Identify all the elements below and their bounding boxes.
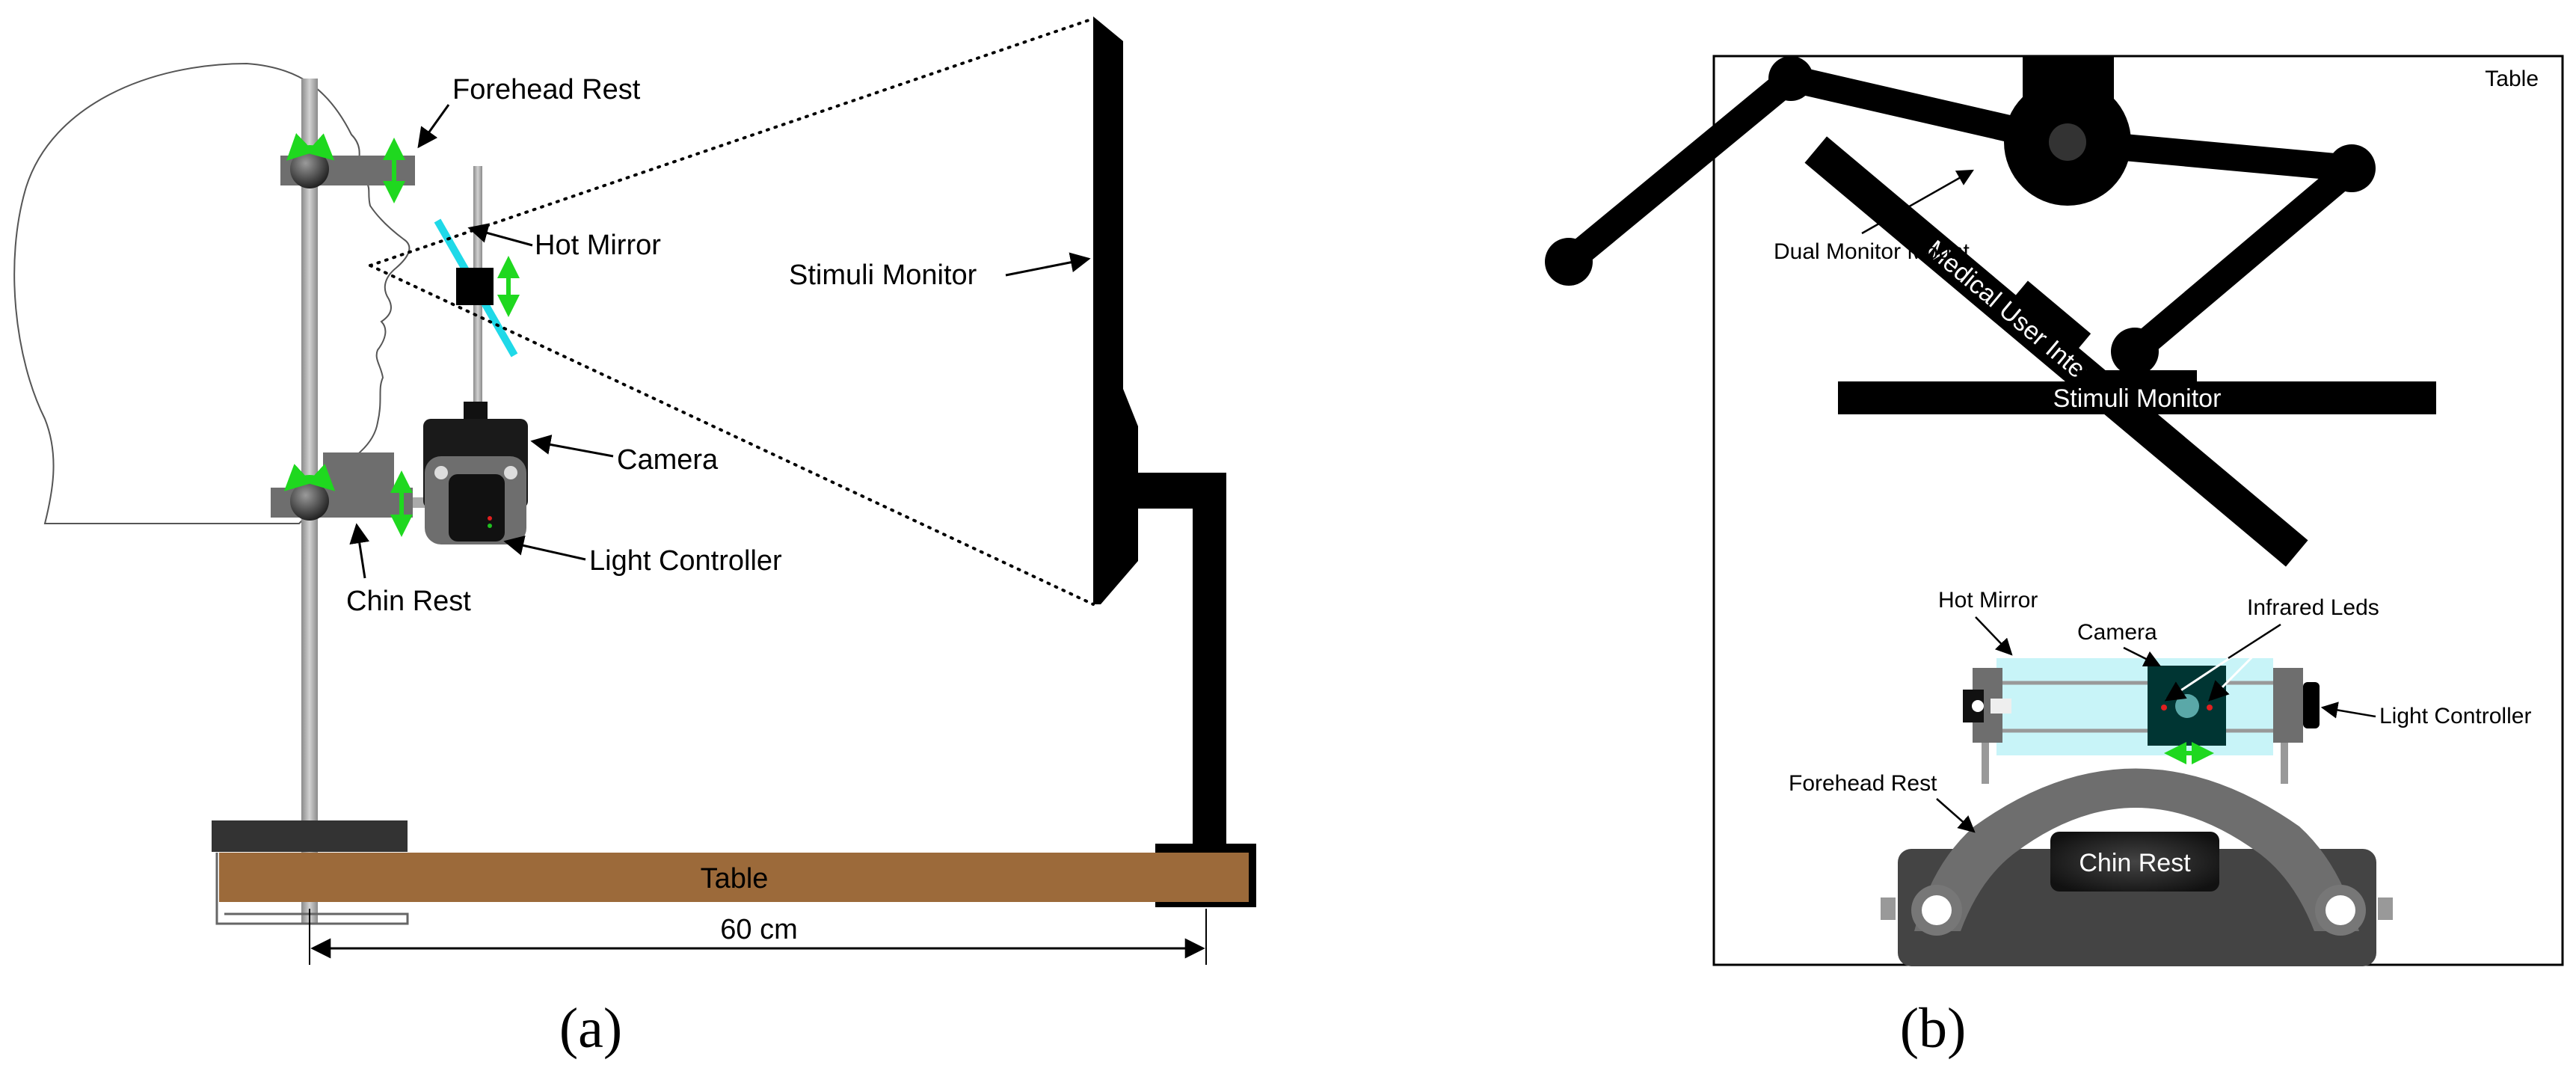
dual-monitor-mount <box>1545 56 2376 375</box>
chin-rest-label: Chin Rest <box>346 586 471 617</box>
eye-tracker-assembly <box>1963 658 2320 784</box>
head-silhouette <box>13 62 411 524</box>
controller-led-red <box>488 516 492 521</box>
forehead-rest-label: Forehead Rest <box>452 74 641 105</box>
hot-mirror-label: Hot Mirror <box>535 230 661 261</box>
chin-rest-leader <box>349 523 370 579</box>
camera-screw-left <box>434 466 448 479</box>
stand-base <box>212 820 408 852</box>
forehead-rest-leader-b <box>1936 798 1976 833</box>
dual-monitor-mount-leader <box>1861 169 1974 235</box>
hot-mirror-leader <box>467 223 533 247</box>
controller-led-green <box>488 524 492 528</box>
chin-rest-label-b: Chin Rest <box>2079 849 2191 877</box>
distance-label: 60 cm <box>720 914 797 945</box>
hot-mirror-label-b: Hot Mirror <box>1938 588 2038 613</box>
stimuli-monitor-leader <box>1005 252 1091 277</box>
stimuli-monitor-stub <box>2077 370 2197 384</box>
forehead-rest-label-b: Forehead Rest <box>1789 771 1937 796</box>
stimuli-monitor-label: Stimuli Monitor <box>789 260 977 291</box>
caption-a: (a) <box>559 997 622 1060</box>
stimuli-monitor-top <box>1838 381 2436 414</box>
light-controller-label: Light Controller <box>589 545 782 577</box>
clamp-outline <box>215 853 409 925</box>
infrared-leds-leader-2 <box>2208 623 2286 702</box>
chin-rotate-arrow <box>283 464 336 491</box>
mirror-camera-block <box>456 268 494 305</box>
camera-top-knob <box>464 402 488 420</box>
table-label-b: Table <box>2485 67 2539 91</box>
camera-label-b: Camera <box>2077 620 2157 645</box>
camera-leader <box>530 435 614 458</box>
forehead-rest-leader <box>417 104 450 149</box>
panel-a: Table 60 cm Forehead Rest Hot Mirror Sti… <box>13 16 1256 1060</box>
dual-monitor-mount-label: Dual Monitor Mount <box>1774 239 1970 264</box>
forehead-rotate-arrow <box>286 132 335 161</box>
infrared-leds-leader-top <box>2228 623 2281 660</box>
camera-leader-b <box>2123 646 2162 667</box>
table-label: Table <box>701 863 769 895</box>
camera-label: Camera <box>617 444 719 476</box>
light-controller-label-b: Light Controller <box>2379 704 2531 728</box>
light-controller-leader <box>503 536 586 561</box>
stimuli-monitor-side <box>1093 16 1138 604</box>
fov-line-top <box>369 17 1095 267</box>
camera-screw-right <box>504 466 517 479</box>
panel-b: Table Medical User Interface Stimuli Mon… <box>1545 55 2564 1060</box>
caption-b: (b) <box>1900 997 1967 1060</box>
light-controller-box <box>449 474 505 541</box>
table-top <box>219 853 1249 902</box>
stimuli-monitor-label-b: Stimuli Monitor <box>2053 384 2222 413</box>
infrared-leds-label: Infrared Leds <box>2247 595 2379 620</box>
hot-mirror-leader-b <box>1975 616 2013 656</box>
chin-rest-top <box>1881 768 2393 966</box>
chin-knob <box>290 482 329 521</box>
monitor-mount-arm <box>1138 473 1226 849</box>
fov-line-bottom <box>369 264 1095 606</box>
light-controller-leader-b <box>2320 702 2376 719</box>
